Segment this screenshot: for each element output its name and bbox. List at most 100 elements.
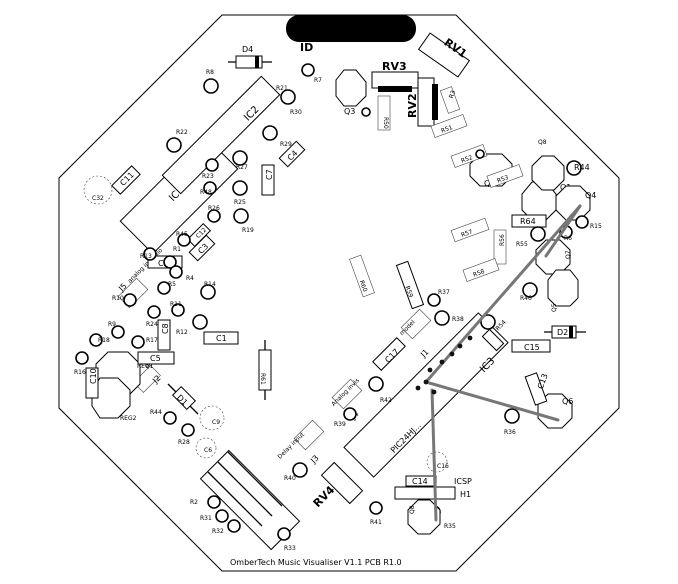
svg-text:R11: R11 — [170, 301, 182, 308]
c15-capacitor: C15 — [511, 339, 551, 353]
svg-text:R23: R23 — [202, 173, 214, 180]
d1-diode: D1 — [167, 383, 199, 415]
svg-text:R18: R18 — [98, 337, 110, 344]
rv3-pot: RV3 — [371, 60, 419, 92]
svg-text:C6: C6 — [204, 447, 212, 454]
svg-text:RV3: RV3 — [382, 60, 407, 73]
svg-text:R10: R10 — [112, 295, 124, 302]
r61-resistor: R61 — [258, 340, 272, 400]
svg-text:H1: H1 — [460, 490, 471, 499]
power-connector — [199, 449, 301, 551]
bottom-transistor: Q8 — [407, 499, 441, 535]
svg-text:R15: R15 — [590, 223, 602, 230]
c7-capacitor: C7 — [261, 164, 275, 196]
svg-text:R39: R39 — [334, 421, 346, 428]
svg-text:J1: J1 — [418, 347, 430, 359]
svg-text:R52: R52 — [460, 154, 474, 165]
svg-text:R32: R32 — [212, 528, 224, 535]
svg-text:R13: R13 — [140, 253, 152, 260]
svg-text:R54: R54 — [494, 319, 507, 332]
d2-diode: D2 — [544, 325, 586, 339]
rv2-pot: RV2 — [406, 77, 438, 127]
vias — [415, 335, 473, 395]
svg-text:R25: R25 — [234, 199, 246, 206]
svg-text:R8: R8 — [206, 69, 214, 76]
svg-text:Q5: Q5 — [551, 303, 558, 312]
svg-text:R21: R21 — [276, 85, 288, 92]
svg-text:R55: R55 — [516, 241, 528, 248]
svg-text:R6: R6 — [564, 235, 572, 242]
svg-text:R12: R12 — [176, 329, 188, 336]
svg-text:R30: R30 — [290, 109, 302, 116]
svg-text:R26: R26 — [208, 205, 220, 212]
r64-resistor: R64 — [511, 214, 547, 228]
svg-text:Q8: Q8 — [409, 505, 416, 514]
svg-text:R64: R64 — [520, 217, 536, 226]
svg-text:Q8: Q8 — [538, 139, 547, 146]
svg-text:C14: C14 — [412, 477, 428, 486]
svg-text:R38: R38 — [452, 316, 464, 323]
svg-text:R57: R57 — [460, 228, 474, 239]
svg-text:R60: R60 — [358, 279, 369, 293]
r59-resistor: R59 — [395, 260, 425, 310]
c11-capacitor: C11 — [111, 165, 141, 195]
svg-text:R16: R16 — [74, 369, 86, 376]
c17-capacitor: C17 — [372, 337, 406, 371]
svg-text:R35: R35 — [444, 523, 456, 530]
j1-connector: J1 model — [398, 308, 432, 360]
svg-text:R40: R40 — [284, 475, 296, 482]
svg-text:R44: R44 — [574, 163, 590, 172]
id-block — [286, 15, 416, 42]
c14-capacitor: C14 — [405, 475, 437, 487]
svg-text:R58: R58 — [472, 268, 486, 279]
svg-text:R22: R22 — [176, 129, 188, 136]
svg-text:Q6: Q6 — [562, 397, 573, 406]
svg-text:C1: C1 — [216, 334, 227, 343]
svg-text:R5: R5 — [168, 281, 176, 288]
svg-text:R1: R1 — [173, 246, 181, 253]
svg-text:C2: C2 — [158, 259, 169, 268]
c32-capacitor: C32 — [83, 175, 113, 205]
c4-capacitor: C4 — [278, 140, 306, 168]
svg-text:C5: C5 — [150, 354, 161, 363]
svg-text:D2: D2 — [557, 328, 568, 337]
svg-text:R42: R42 — [380, 397, 392, 404]
r58-resistor: R58 — [462, 258, 500, 282]
svg-text:R14: R14 — [204, 281, 216, 288]
svg-text:C32: C32 — [92, 195, 104, 202]
svg-text:R17: R17 — [146, 337, 158, 344]
svg-text:R9: R9 — [108, 321, 116, 328]
c10-capacitor: C10 — [85, 367, 99, 399]
id-mark: ID — [300, 41, 313, 54]
svg-text:R59: R59 — [404, 285, 415, 299]
svg-text:R41: R41 — [370, 519, 382, 526]
svg-text:R37: R37 — [438, 289, 450, 296]
svg-text:R51: R51 — [440, 124, 454, 135]
c1-capacitor: C1 — [203, 331, 239, 345]
svg-text:REG2: REG2 — [120, 415, 137, 422]
rv1-pot: RV1 — [417, 32, 471, 78]
svg-text:REG1: REG1 — [137, 363, 154, 370]
rv4-pot: RV4 — [311, 461, 364, 510]
r60-resistor: R60 — [349, 254, 375, 298]
board-outline — [58, 14, 620, 572]
svg-text:R31: R31 — [200, 515, 212, 522]
svg-text:R56: R56 — [499, 234, 506, 246]
q3-transistor: Q3 — [335, 69, 367, 116]
r50-resistor: R50 — [377, 95, 391, 131]
svg-text:R45: R45 — [176, 231, 188, 238]
c9-capacitor: C9 — [199, 405, 225, 431]
q6-transistor: Q6 — [537, 393, 573, 429]
svg-text:R50: R50 — [382, 117, 389, 129]
svg-text:R53: R53 — [496, 174, 510, 185]
svg-text:R19: R19 — [242, 227, 254, 234]
svg-text:R33: R33 — [284, 545, 296, 552]
svg-text:C8: C8 — [161, 323, 170, 334]
svg-text:RV2: RV2 — [406, 93, 419, 118]
c16-capacitor: C16 — [426, 451, 449, 473]
svg-text:C7: C7 — [265, 169, 274, 180]
svg-text:R44: R44 — [150, 409, 162, 416]
q5-transistor: Q5 — [547, 269, 579, 312]
svg-text:D4: D4 — [242, 45, 253, 54]
r57-resistor: R57 — [450, 217, 490, 243]
